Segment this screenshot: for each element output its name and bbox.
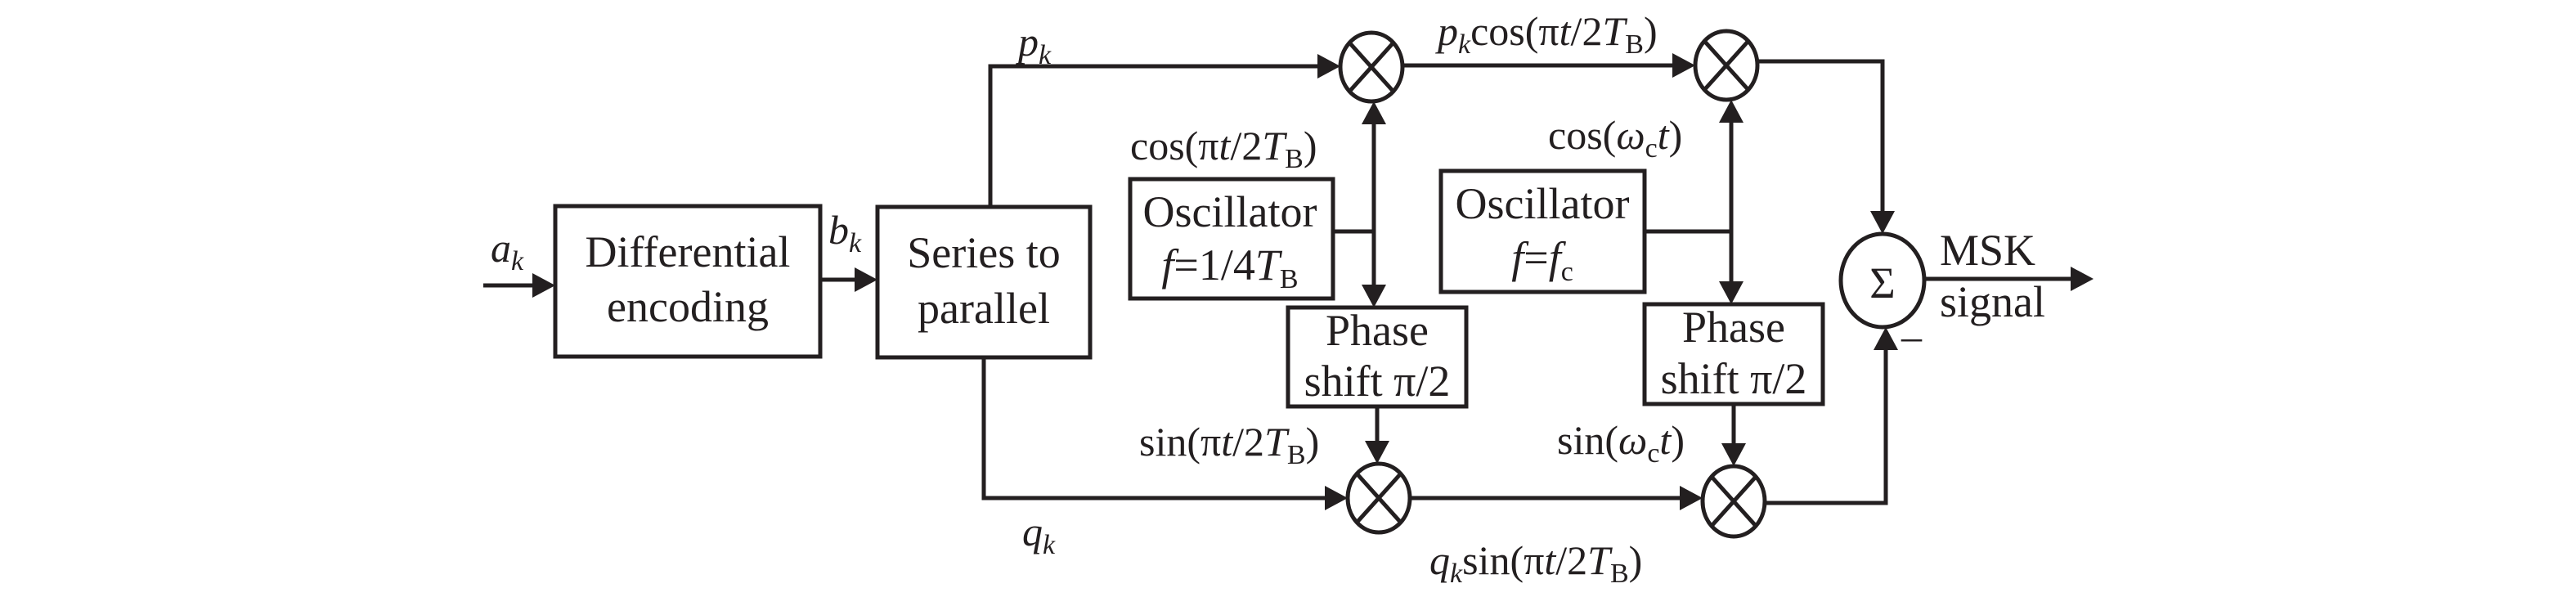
arrow-head bbox=[1325, 486, 1348, 510]
label-a-k: ak bbox=[491, 225, 524, 276]
series-to-parallel-line2: parallel bbox=[918, 284, 1050, 333]
label-b-k: bk bbox=[828, 207, 862, 258]
phase-shift-2-block bbox=[1642, 302, 1825, 406]
phase-shift-1-block bbox=[1286, 305, 1469, 409]
arrow-head bbox=[2071, 267, 2094, 291]
differential-encoding-line1: Differential bbox=[586, 227, 791, 276]
lower-to-summer-line bbox=[1765, 342, 1888, 505]
arrow-head bbox=[1870, 211, 1895, 234]
mixer-3 bbox=[1693, 29, 1760, 102]
label-p-k: pk bbox=[1016, 19, 1052, 70]
label-p-product: pkcos(πt/2TB) bbox=[1435, 8, 1658, 60]
mixer-4 bbox=[1700, 464, 1767, 539]
oscillator-2-label: Oscillator bbox=[1456, 179, 1630, 228]
phase-shift-2-line1: Phase bbox=[1682, 303, 1785, 352]
arrow-head bbox=[1317, 54, 1340, 79]
arrow-head bbox=[1680, 486, 1703, 510]
upper-to-summer-line bbox=[1757, 59, 1885, 219]
arrow-head bbox=[1719, 281, 1744, 304]
arrow-head bbox=[1672, 53, 1695, 78]
summer: Σ bbox=[1838, 231, 1927, 330]
arrow-head bbox=[532, 273, 555, 298]
label-cos-low: cos(πt/2TB) bbox=[1130, 123, 1317, 174]
series-to-parallel-line1: Series to bbox=[907, 228, 1060, 277]
oscillator-1-frequency: f=1/4TB bbox=[1161, 240, 1298, 294]
p-branch-line bbox=[988, 64, 1325, 207]
label-q-k: qk bbox=[1022, 509, 1056, 560]
arrow-head bbox=[1721, 443, 1746, 466]
oscillator-1-label: Oscillator bbox=[1143, 187, 1317, 236]
output-label-line1: MSK bbox=[1940, 226, 2035, 275]
arrow-head bbox=[1365, 441, 1389, 464]
label-sin-carrier: sin(ωct) bbox=[1557, 417, 1685, 469]
oscillator-1-block bbox=[1128, 177, 1335, 301]
arrow-head bbox=[1362, 285, 1386, 307]
arrow-head bbox=[1719, 100, 1744, 123]
arrow-head bbox=[855, 267, 877, 292]
mixer-1 bbox=[1338, 30, 1405, 104]
phase-shift-2-line2: shift π/2 bbox=[1661, 354, 1807, 403]
phase-shift-1-line2: shift π/2 bbox=[1304, 357, 1451, 406]
arrow-head bbox=[1362, 101, 1386, 124]
q-branch-line bbox=[981, 357, 1333, 500]
phase-shift-1-line1: Phase bbox=[1326, 306, 1429, 355]
mixer-2 bbox=[1345, 461, 1412, 535]
label-sin-low: sin(πt/2TB) bbox=[1139, 419, 1319, 470]
label-q-product: qksin(πt/2TB) bbox=[1429, 537, 1642, 589]
series-to-parallel-block bbox=[875, 204, 1093, 360]
differential-encoding-line2: encoding bbox=[607, 282, 769, 331]
label-cos-carrier: cos(ωct) bbox=[1548, 112, 1682, 164]
arrow-head bbox=[1874, 327, 1898, 350]
output-label-line2: signal bbox=[1940, 277, 2045, 326]
sigma-symbol: Σ bbox=[1869, 258, 1895, 307]
